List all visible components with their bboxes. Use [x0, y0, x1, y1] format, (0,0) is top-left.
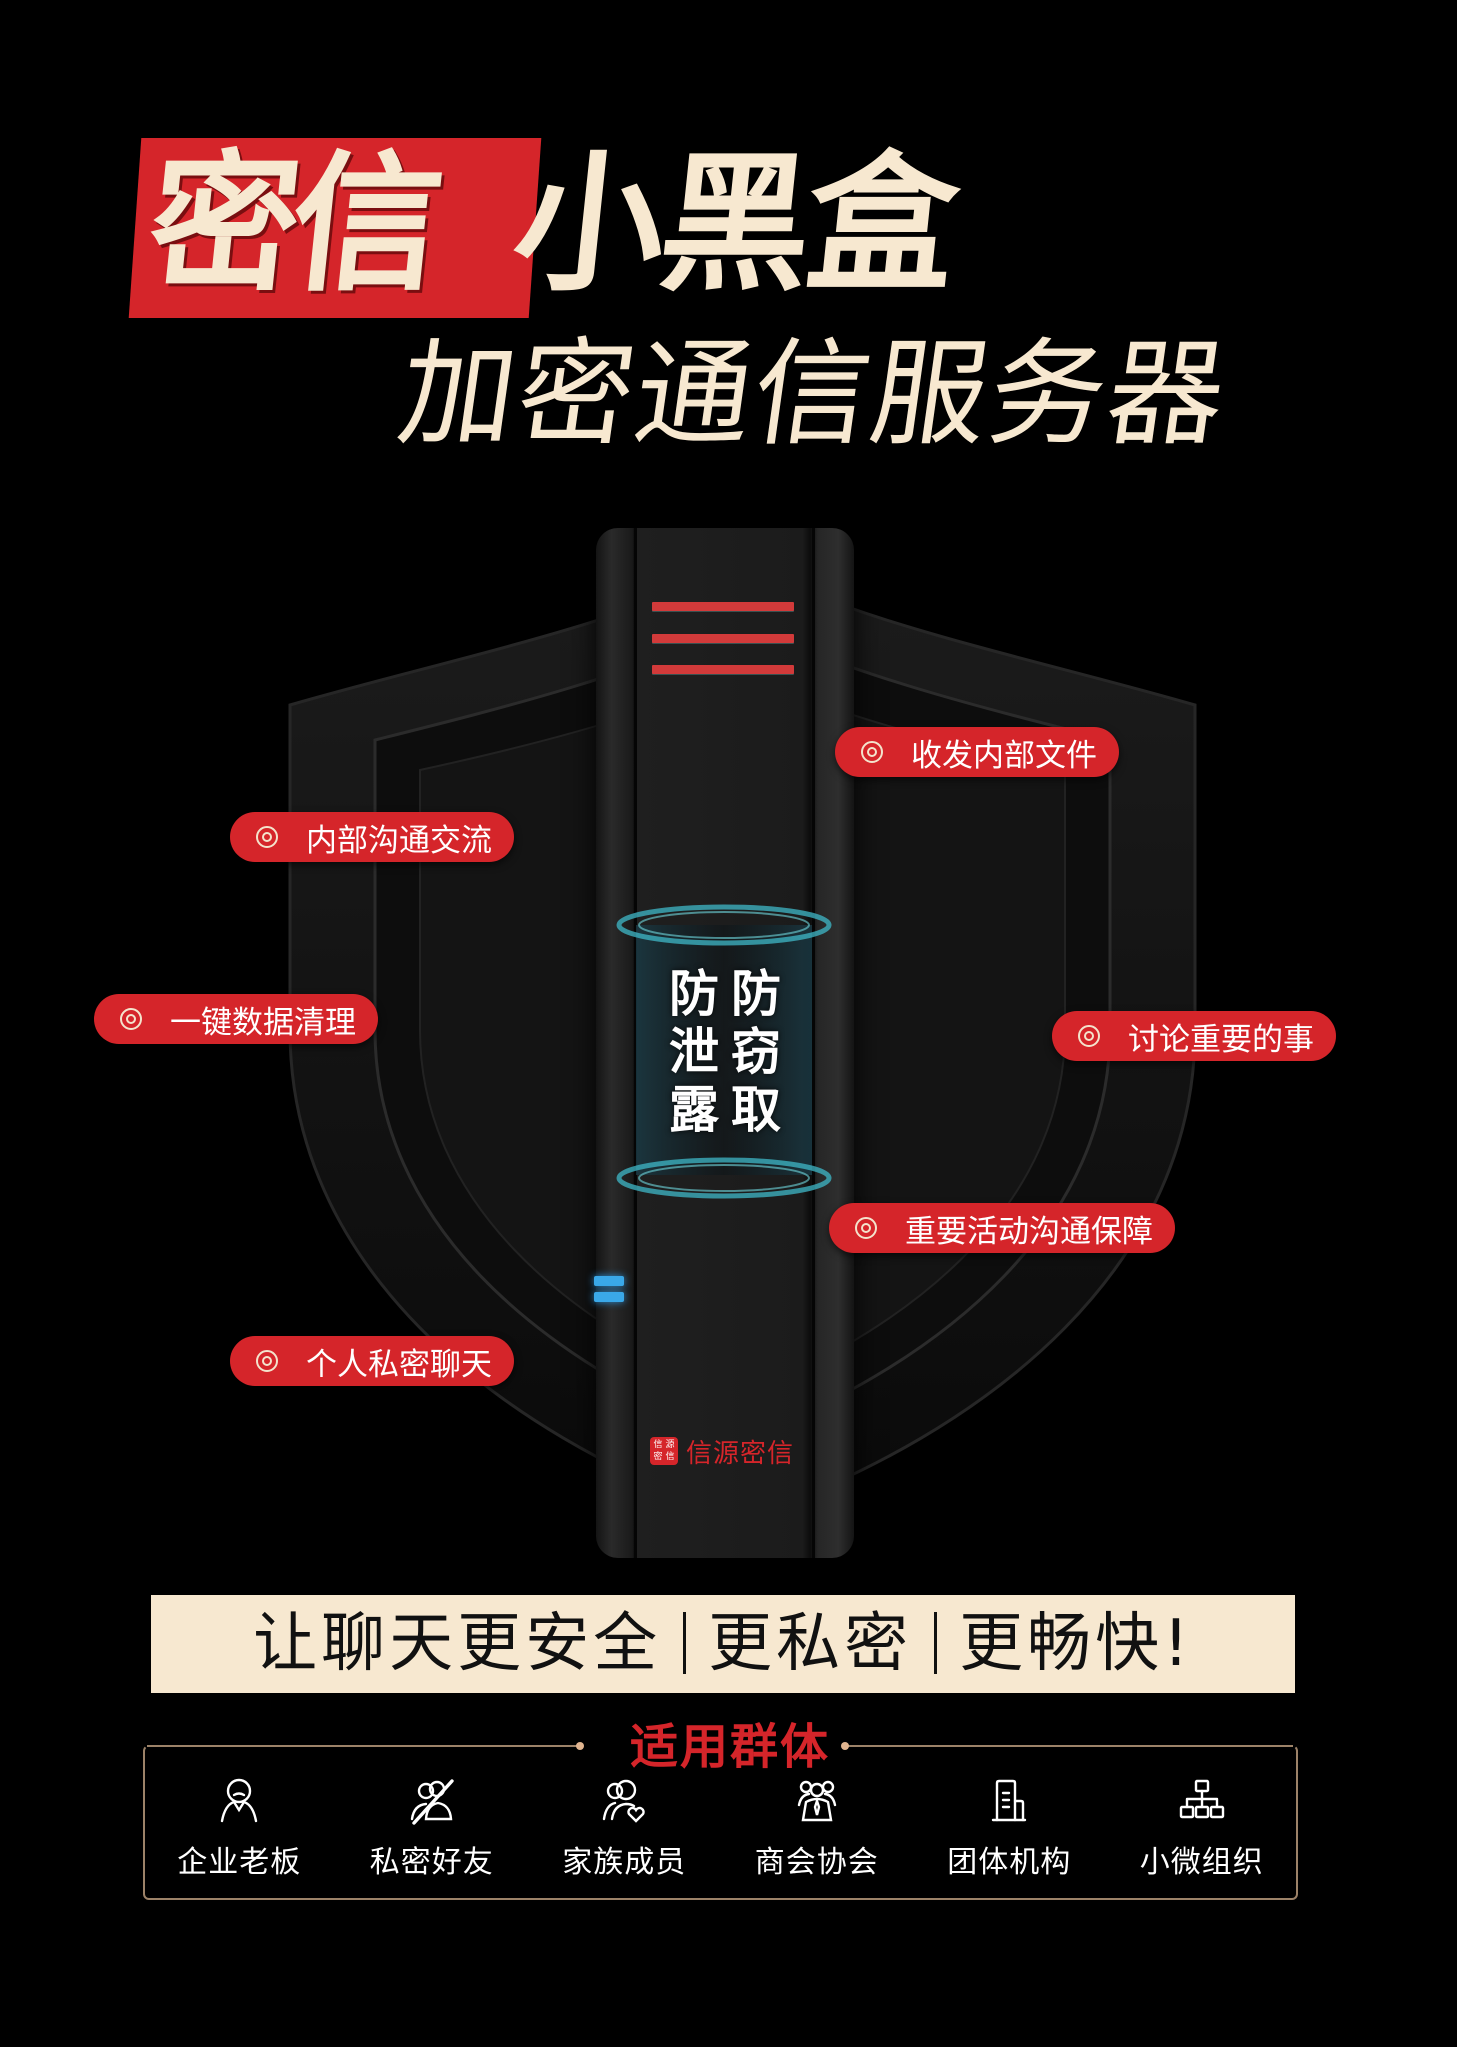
- double-circle-icon: [1078, 1025, 1100, 1047]
- slogan-part: 更私密: [708, 1607, 913, 1681]
- double-circle-icon: [256, 1350, 278, 1372]
- double-circle-icon: [861, 741, 883, 763]
- association-icon: [797, 1780, 836, 1822]
- slogan-banner: 让聊天更安全更私密更畅快!: [151, 1595, 1295, 1693]
- feature-pill: 一键数据清理: [94, 994, 378, 1044]
- brand-name: 信源密信: [686, 1438, 795, 1469]
- vent-stripe: [652, 665, 794, 674]
- audience-title: 适用群体: [629, 1719, 830, 1775]
- building-icon: [992, 1779, 1027, 1822]
- double-circle-icon: [855, 1217, 877, 1239]
- slogan-part: 更畅快!: [959, 1607, 1193, 1681]
- device-groove: [812, 528, 815, 1558]
- org-chart-icon: [1179, 1779, 1224, 1819]
- audience-item: 团体机构: [913, 1775, 1106, 1885]
- feature-pill: 讨论重要的事: [1052, 1011, 1336, 1061]
- device-groove: [634, 528, 637, 1558]
- divider: [845, 1745, 1293, 1747]
- slogan-part: 让聊天更安全: [253, 1607, 662, 1681]
- feature-pill: 内部沟通交流: [230, 812, 514, 862]
- title-main: 小黑盒: [505, 138, 963, 312]
- divider: [147, 1745, 579, 1747]
- audience-item: 家族成员: [528, 1775, 721, 1885]
- divider-dot: [841, 1742, 849, 1750]
- audience-item: 企业老板: [143, 1775, 336, 1885]
- divider: [683, 1612, 687, 1675]
- double-circle-icon: [120, 1008, 142, 1030]
- hologram-cylinder-icon: [616, 904, 832, 1199]
- status-led: [594, 1276, 624, 1286]
- status-led: [594, 1292, 624, 1302]
- double-circle-icon: [256, 826, 278, 848]
- audience-item: 私密好友: [336, 1775, 529, 1885]
- audience-item: 商会协会: [721, 1775, 914, 1885]
- divider-dot: [576, 1742, 584, 1750]
- feature-pill: 个人私密聊天: [230, 1336, 514, 1386]
- vent-stripe: [652, 602, 794, 611]
- audience-box: [143, 1745, 1298, 1900]
- feature-pill: 重要活动沟通保障: [829, 1203, 1175, 1253]
- hologram-text-right: 防 窃 取: [731, 965, 781, 1139]
- device-brand: 信源 密信 信源密信: [650, 1433, 820, 1469]
- boss-icon: [221, 1778, 258, 1823]
- title-highlight: 密信: [140, 138, 444, 312]
- feature-pill: 收发内部文件: [835, 727, 1119, 777]
- private-friends-icon: [410, 1779, 454, 1825]
- brand-seal-icon: 信源 密信: [650, 1437, 678, 1465]
- audience-list: 企业老板 私密好友 家族成员 商会协会 团体机构 小微组织: [143, 1775, 1298, 1885]
- subtitle: 加密通信服务器: [390, 327, 1236, 462]
- family-icon: [603, 1779, 645, 1823]
- vent-stripe: [652, 634, 794, 643]
- divider: [934, 1612, 938, 1675]
- hologram-text-left: 防 泄 露: [669, 965, 719, 1139]
- audience-item: 小微组织: [1106, 1775, 1299, 1885]
